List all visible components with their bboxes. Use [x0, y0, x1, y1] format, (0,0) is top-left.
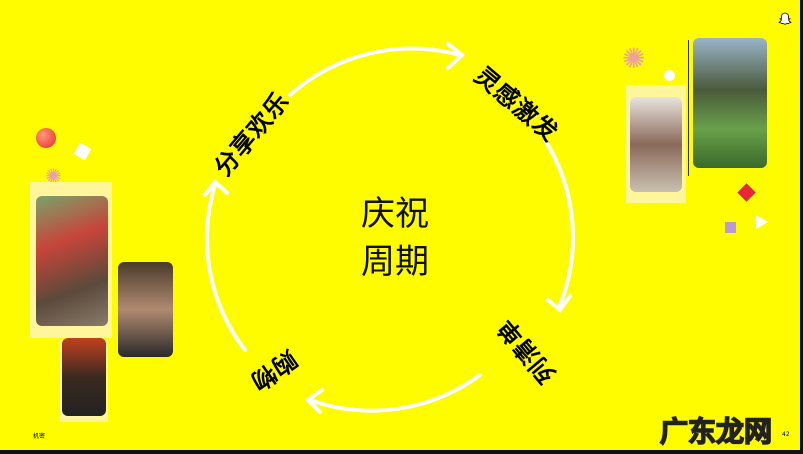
photo-selfie: [118, 262, 173, 357]
arrow-head-top: [446, 42, 466, 70]
white-dot-decor: [664, 70, 675, 81]
photo-park-gift: [693, 38, 767, 168]
photo-holiday-card: [62, 338, 106, 416]
sparkle-icon-right: ✺: [622, 42, 646, 75]
divider-line: [688, 40, 689, 176]
photo-product: [630, 97, 682, 192]
arrow-head-right: [546, 294, 572, 313]
page-number: 42: [782, 431, 790, 438]
arrow-head-bottom: [304, 388, 324, 414]
ring-arc-bottom: [308, 373, 482, 413]
ring-arc-top: [288, 46, 462, 97]
ghost-icon: [778, 12, 792, 25]
ring-arc-right: [543, 138, 575, 307]
arrow-head-left: [203, 179, 229, 197]
ring-arc-left: [205, 183, 247, 352]
white-triangle-decor: [756, 215, 768, 229]
photo-gifts: [36, 196, 108, 326]
center-title-line1: 庆祝: [361, 194, 429, 234]
watermark: 广东龙网: [659, 414, 773, 449]
center-title-line2: 周期: [361, 242, 429, 282]
footer-confidential: 机密: [33, 433, 46, 440]
red-ball-decor: [36, 128, 56, 148]
center-title: 庆祝 周期: [330, 190, 460, 286]
purple-square-decor: [725, 222, 736, 233]
